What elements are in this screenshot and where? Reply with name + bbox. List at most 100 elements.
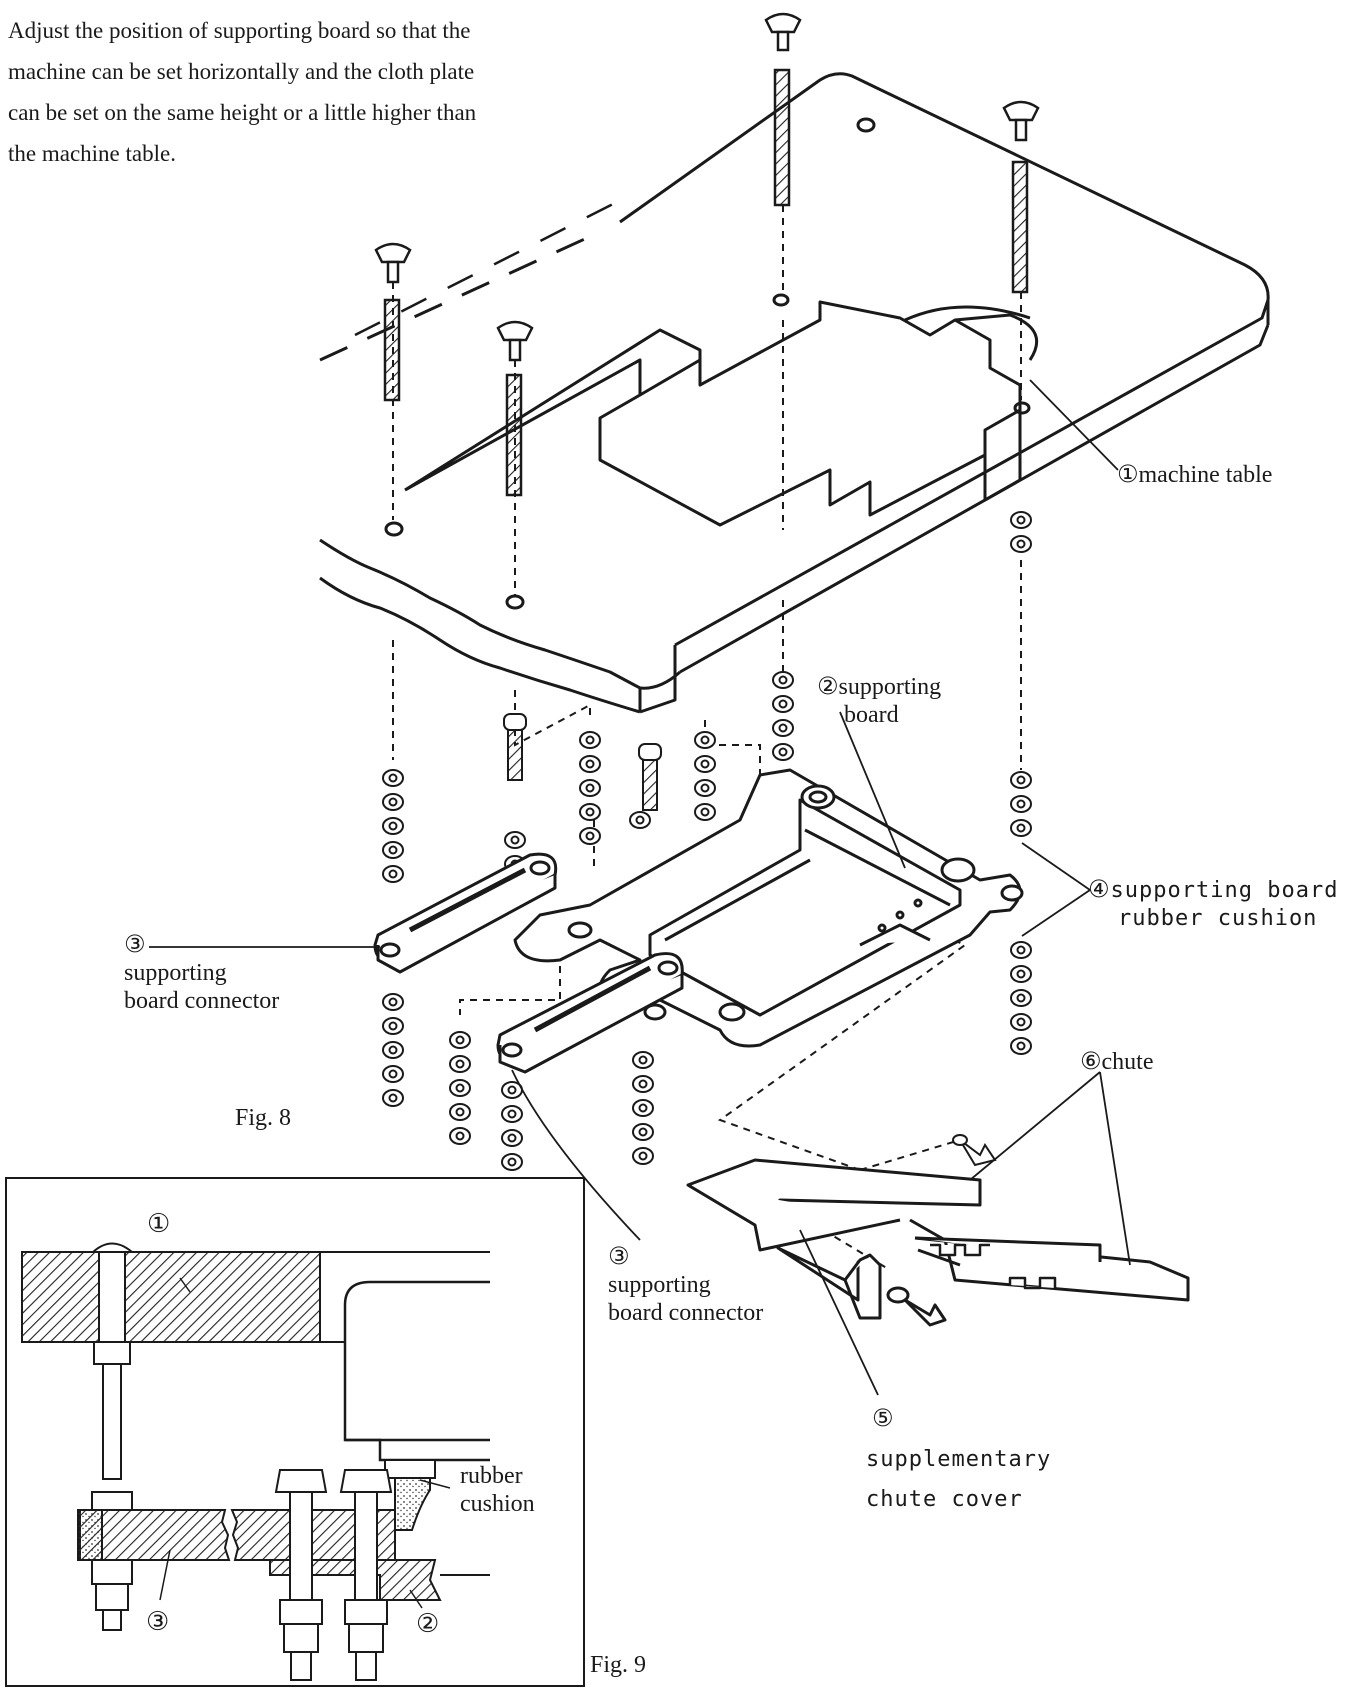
label-rubber-cushion: ④supporting board rubber cushion	[1088, 875, 1338, 933]
washer-hole	[585, 759, 595, 769]
fig9-detail	[5, 1177, 585, 1687]
washer-hole	[700, 783, 710, 793]
washer-hole	[638, 1079, 648, 1089]
washer-hole	[1016, 993, 1026, 1003]
washer-hole	[638, 1055, 648, 1065]
bolt-left-2	[496, 320, 534, 497]
callout-text: supporting	[124, 960, 227, 986]
figure-8-label: Fig. 8	[235, 1105, 292, 1131]
connector-left	[373, 852, 558, 974]
washer-hole	[455, 1131, 465, 1141]
callout-text: board connector	[608, 1300, 764, 1326]
callout-text: machine table	[1138, 462, 1273, 488]
callout-text: rubber cushion	[1118, 906, 1318, 931]
washer-hole	[1016, 945, 1026, 955]
washer-hole	[1016, 969, 1026, 979]
washer-hole	[700, 807, 710, 817]
washer-hole	[1016, 823, 1026, 833]
callout-number: ③	[608, 1242, 630, 1270]
washer-hole	[1016, 539, 1026, 549]
washer-hole	[1016, 799, 1026, 809]
instruction-line-1: Adjust the position of supporting board …	[8, 18, 471, 43]
callout-number: ④	[1088, 875, 1111, 903]
washer-hole	[585, 735, 595, 745]
callout-text: chute	[1101, 1049, 1154, 1075]
washer-hole	[778, 723, 788, 733]
washer-hole	[638, 1151, 648, 1161]
washer-hole	[507, 1109, 517, 1119]
short-bolt	[507, 729, 523, 781]
label-chute-cover: ⑤ supplementary chute cover	[866, 1398, 1051, 1520]
detail-callout-1: ①	[147, 1209, 171, 1239]
callout-number: ③	[124, 930, 146, 958]
washer-hole	[1016, 1017, 1026, 1027]
washer-hole	[388, 1021, 398, 1031]
callout-number: ⑤	[872, 1404, 895, 1432]
washer-hole	[510, 835, 520, 845]
washer-hole	[388, 797, 398, 807]
washer-hole	[700, 759, 710, 769]
label-supporting-board: ②supporting board	[817, 672, 941, 729]
washer-hole	[1016, 1041, 1026, 1051]
detail-rubber-text: rubber	[460, 1463, 523, 1489]
washer-hole	[585, 783, 595, 793]
washer-hole	[455, 1107, 465, 1117]
label-machine-table: ①machine table	[1117, 460, 1272, 489]
washer-hole	[1016, 775, 1026, 785]
leader-lines	[149, 379, 1131, 1396]
washer-hole	[388, 845, 398, 855]
washer-hole	[778, 747, 788, 757]
callout-number: ⑥	[1080, 1047, 1102, 1075]
label-chute: ⑥chute	[1080, 1047, 1154, 1076]
washer-hole	[638, 1103, 648, 1113]
callout-text: supporting	[608, 1272, 711, 1298]
short-bolt	[642, 759, 658, 811]
instruction-line-4: the machine table.	[8, 141, 176, 166]
figure-9-label: Fig. 9	[590, 1652, 647, 1678]
instruction-text: Adjust the position of supporting board …	[8, 10, 648, 174]
callout-text: supporting board	[1110, 878, 1339, 903]
chute	[686, 1158, 1190, 1302]
washer-hole	[388, 821, 398, 831]
callout-text: supplementary	[866, 1447, 1052, 1472]
detail-rubber-cushion-label: rubber cushion	[460, 1462, 535, 1518]
callout-text: supporting	[838, 674, 942, 700]
bolt-center	[764, 12, 802, 207]
washer-hole	[635, 815, 645, 825]
instruction-line-3: can be set on the same height or a littl…	[8, 100, 477, 125]
short-bolt-head	[503, 713, 527, 731]
washer-hole	[778, 699, 788, 709]
washer-hole	[507, 1157, 517, 1167]
washer-hole	[388, 997, 398, 1007]
connector-center	[496, 952, 684, 1074]
washer-hole	[455, 1035, 465, 1045]
washer-hole	[507, 1085, 517, 1095]
callout-text: board connector	[124, 988, 280, 1014]
washer-hole	[700, 735, 710, 745]
supplementary-chute-cover	[776, 1246, 947, 1327]
washer-hole	[388, 1069, 398, 1079]
short-bolt-head	[638, 743, 662, 761]
detail-callout-2: ②	[416, 1609, 440, 1639]
washer-hole	[388, 773, 398, 783]
chute-screw	[952, 1134, 997, 1167]
washer-hole	[455, 1083, 465, 1093]
washer-hole	[388, 1045, 398, 1055]
washer-hole	[455, 1059, 465, 1069]
machine-table	[319, 72, 1270, 714]
callout-text: board	[844, 702, 899, 728]
label-connector-left: ③ supporting board connector	[124, 930, 279, 1015]
detail-cushion-text: cushion	[460, 1491, 535, 1517]
washer-stacks	[382, 511, 1032, 1195]
washer-hole	[638, 1127, 648, 1137]
washer-hole	[388, 1093, 398, 1103]
instruction-line-2: machine can be set horizontally and the …	[8, 59, 475, 84]
bolt-right	[1002, 100, 1040, 294]
callout-number: ①	[1117, 460, 1139, 488]
label-connector-center: ③ supporting board connector	[608, 1242, 763, 1327]
washer-hole	[778, 675, 788, 685]
washer-hole	[1016, 515, 1026, 525]
washer-hole	[388, 869, 398, 879]
callout-text: chute cover	[866, 1487, 1023, 1512]
